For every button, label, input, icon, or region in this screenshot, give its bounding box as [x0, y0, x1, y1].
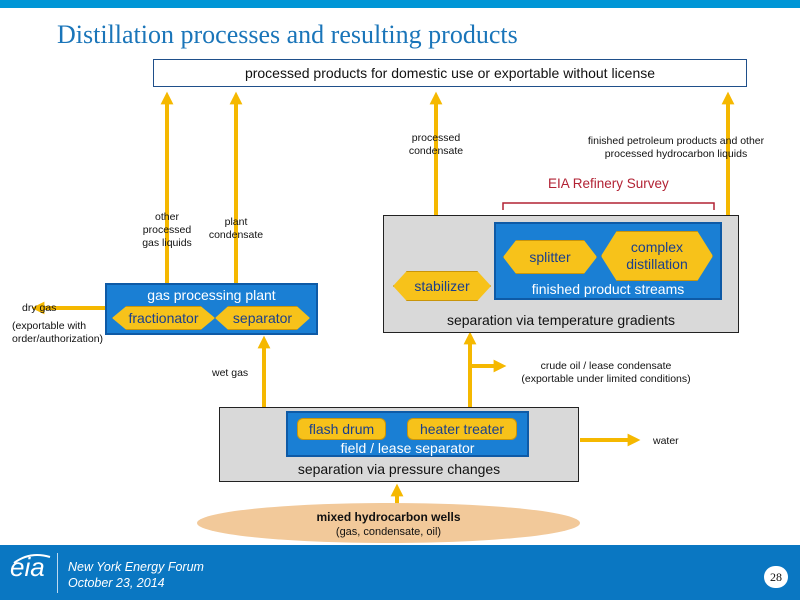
pressure-separation-caption: separation via pressure changes: [297, 461, 501, 477]
gas-processing-plant-caption: gas processing plant: [147, 287, 276, 303]
footer-date: October 23, 2014: [68, 576, 165, 590]
processed-condensate-label: processed condensate: [408, 132, 464, 157]
complex-distillation-item: complex distillation: [601, 231, 713, 281]
top-accent-bar: [0, 0, 800, 8]
dry-gas-label: dry gas: [22, 302, 57, 314]
plant-condensate-label: plant condensate: [208, 216, 264, 241]
footer-divider: [57, 553, 58, 593]
eia-logo: eia: [10, 552, 45, 582]
mixed-wells-ellipse: [197, 503, 580, 543]
fractionator-item: fractionator: [112, 306, 215, 330]
footer-bar: [0, 545, 800, 600]
other-gas-liquids-label: other processed gas liquids: [142, 211, 192, 249]
heater-treater-item: heater treater: [407, 418, 517, 440]
stabilizer-item: stabilizer: [393, 271, 491, 301]
page-number: 28: [764, 566, 788, 588]
finished-product-streams-caption: finished product streams: [531, 281, 685, 297]
temperature-separation-caption: separation via temperature gradients: [446, 312, 676, 328]
field-lease-separator-caption: field / lease separator: [340, 440, 475, 456]
wells-subtitle: (gas, condensate, oil): [335, 526, 442, 538]
page-title: Distillation processes and resulting pro…: [57, 20, 518, 49]
wells-title: mixed hydrocarbon wells: [316, 510, 461, 524]
crude-oil-label: crude oil / lease condensate (exportable…: [521, 360, 691, 385]
flash-drum-item: flash drum: [297, 418, 386, 440]
eia-swoosh-icon: [13, 554, 51, 564]
water-label: water: [653, 435, 679, 447]
separator-item: separator: [215, 306, 310, 330]
eia-refinery-survey-label: EIA Refinery Survey: [548, 176, 669, 191]
survey-bracket: [502, 202, 715, 210]
footer-event: New York Energy Forum: [68, 560, 204, 574]
finished-petroleum-label: finished petroleum products and other pr…: [587, 135, 765, 160]
processed-products-box: processed products for domestic use or e…: [153, 59, 747, 87]
splitter-item: splitter: [503, 240, 597, 274]
dry-gas-note: (exportable with order/authorization): [12, 320, 104, 345]
wet-gas-label: wet gas: [212, 367, 249, 379]
